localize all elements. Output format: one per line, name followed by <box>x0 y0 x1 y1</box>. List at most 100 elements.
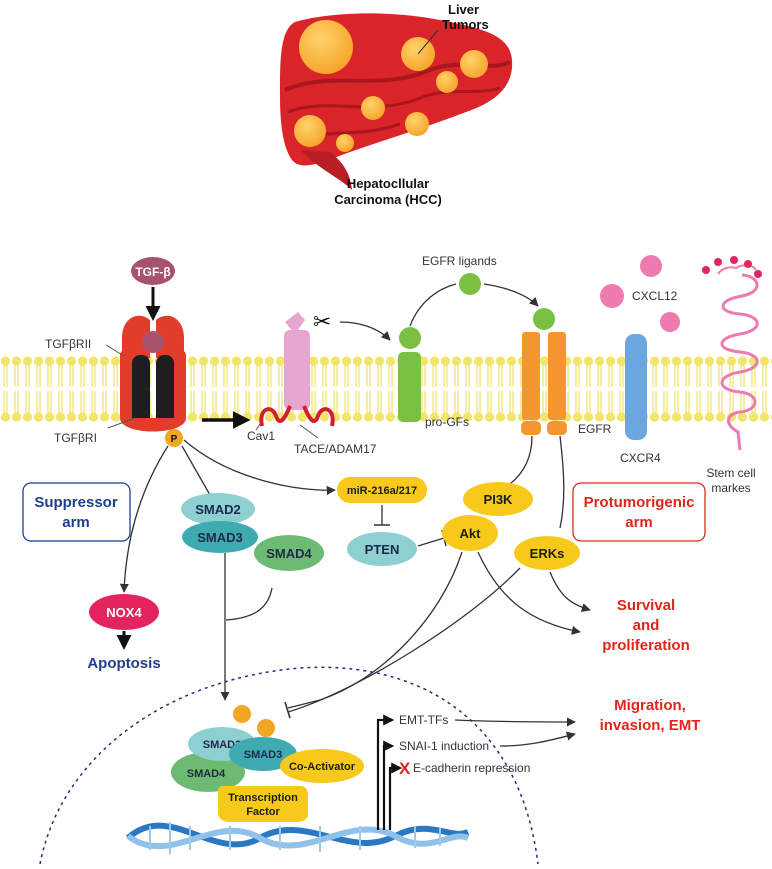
cav1-pointer <box>255 423 261 431</box>
egfr-bound-ligand <box>533 308 555 330</box>
pten-inhibit-akt <box>417 537 445 547</box>
smad2-node <box>181 493 255 525</box>
cxcr4-body <box>625 334 647 440</box>
promoter-arrow <box>382 740 395 830</box>
migration-label: invasion, EMT <box>600 717 701 734</box>
smad3-label: SMAD3 <box>197 530 243 545</box>
tumor <box>436 71 458 93</box>
p-to-nox4-arrow <box>119 445 169 593</box>
egfr-kinase <box>521 421 541 435</box>
cxcl12-ligand <box>640 255 662 277</box>
cxcr4-axis: CXCL12 CXCR4 <box>600 255 680 465</box>
stem-cell-label: markes <box>711 481 750 495</box>
liver-illustration: Liver Tumors Hepatocllular Carcinoma (HC… <box>280 2 513 207</box>
p-to-smad-line <box>181 445 211 496</box>
glycan-dot <box>744 260 752 268</box>
erks-to-survival-arrow <box>549 571 591 613</box>
tace-head <box>285 312 305 334</box>
egfr-ligands-label: EGFR ligands <box>422 254 497 268</box>
tgf-bound-ligand <box>142 331 164 353</box>
cleavage-arrow <box>339 321 391 341</box>
nuclear-smad4-label: SMAD4 <box>187 768 226 780</box>
glycan-dot <box>702 266 710 274</box>
smad4-label: SMAD4 <box>266 546 312 561</box>
promoter-arrow <box>388 762 403 830</box>
dna-strand <box>125 822 470 848</box>
cxcl12-ligand <box>600 284 624 308</box>
hcc-label: Hepatocllular <box>347 176 429 191</box>
pten-label: PTEN <box>365 542 400 557</box>
pro-gf-body <box>398 352 421 422</box>
pten-node <box>347 532 417 566</box>
p-to-mir-arrow <box>183 439 336 496</box>
gene-targets: EMT-TFs SNAI-1 induction X E-cadherin re… <box>376 713 576 830</box>
protumorigenic-arm-box <box>572 482 706 542</box>
nuclear-phospho <box>257 719 275 737</box>
stem-cell-marker: Stem cell markes <box>702 256 762 495</box>
receptor-base <box>120 418 186 432</box>
survival-label: proliferation <box>602 637 690 654</box>
tgfbri-body <box>156 355 174 430</box>
cxcl12-label: CXCL12 <box>632 289 678 303</box>
tgfbri-pointer <box>107 417 136 429</box>
tumor <box>361 96 385 120</box>
tgf-beta-label: TGF-β <box>135 265 170 279</box>
cav1-label: Cav1 <box>247 429 275 443</box>
nuclear-smad3-label: SMAD3 <box>244 749 283 761</box>
cav1-shape <box>259 405 292 427</box>
liver-tumors-label: Tumors <box>442 17 489 32</box>
tumor-pointer <box>417 29 439 55</box>
smad4-join-line <box>225 587 273 621</box>
scissors-icon: ✂ <box>313 309 331 334</box>
stem-cell-label: Stem cell <box>706 466 755 480</box>
nox4-node <box>89 594 159 630</box>
akt-to-survival-arrow <box>477 551 581 635</box>
mir-label: miR-216a/217 <box>347 485 417 497</box>
egfr-receptor: EGFR <box>521 308 612 436</box>
apoptosis-label: Apoptosis <box>87 655 160 672</box>
egfr-ligand <box>459 273 481 295</box>
dna-strand <box>126 826 470 850</box>
protumorigenic-arm-label: arm <box>625 514 653 531</box>
nox4-label: NOX4 <box>106 605 142 620</box>
snai1-arrow <box>499 731 576 747</box>
akt-inhibit-nucleus <box>287 551 463 709</box>
tumor <box>294 115 326 147</box>
suppressor-arm-label: Suppressor <box>34 494 118 511</box>
tumor <box>299 20 353 74</box>
erks-node <box>514 536 580 570</box>
egfr-body <box>548 332 566 420</box>
liver-ridge <box>287 86 501 114</box>
tgfbri-body <box>132 355 150 430</box>
tgfbrii-label: TGFβRII <box>45 337 91 351</box>
protumorigenic-arm-label: Protumorigenic <box>584 494 695 511</box>
nucleus-inhibit-bar <box>284 701 291 719</box>
tgfbrii-arm <box>122 315 150 358</box>
tgfbrii-body <box>172 350 186 422</box>
tace-label: TACE/ADAM17 <box>294 442 377 456</box>
tgfbrii-body <box>120 350 134 422</box>
mir-node <box>337 477 427 503</box>
ligand-release-line <box>409 283 457 327</box>
cxcl12-ligand <box>660 312 680 332</box>
nuclear-phospho <box>233 705 251 723</box>
suppressor-arm-label: arm <box>62 514 90 531</box>
pro-gfs-label: pro-GFs <box>425 415 469 429</box>
co-activator-label: Co-Activator <box>289 761 356 773</box>
promoter-arrow <box>376 714 395 830</box>
stem-marker-coil <box>720 273 759 451</box>
pi3k-label: PI3K <box>484 492 514 507</box>
tumor <box>336 134 354 152</box>
hcc-label: Carcinoma (HCC) <box>334 192 442 207</box>
cxcr4-label: CXCR4 <box>620 451 661 465</box>
survival-label: and <box>633 617 660 634</box>
transcription-factor-node <box>218 786 308 822</box>
dna-rungs <box>149 822 441 854</box>
tumor <box>460 50 488 78</box>
smad3-node <box>182 521 258 553</box>
tgf-beta-ligand <box>131 257 175 285</box>
erks-label: ERKs <box>530 546 565 561</box>
pi3k-node <box>463 482 533 516</box>
tf-label: Transcription <box>228 792 298 804</box>
